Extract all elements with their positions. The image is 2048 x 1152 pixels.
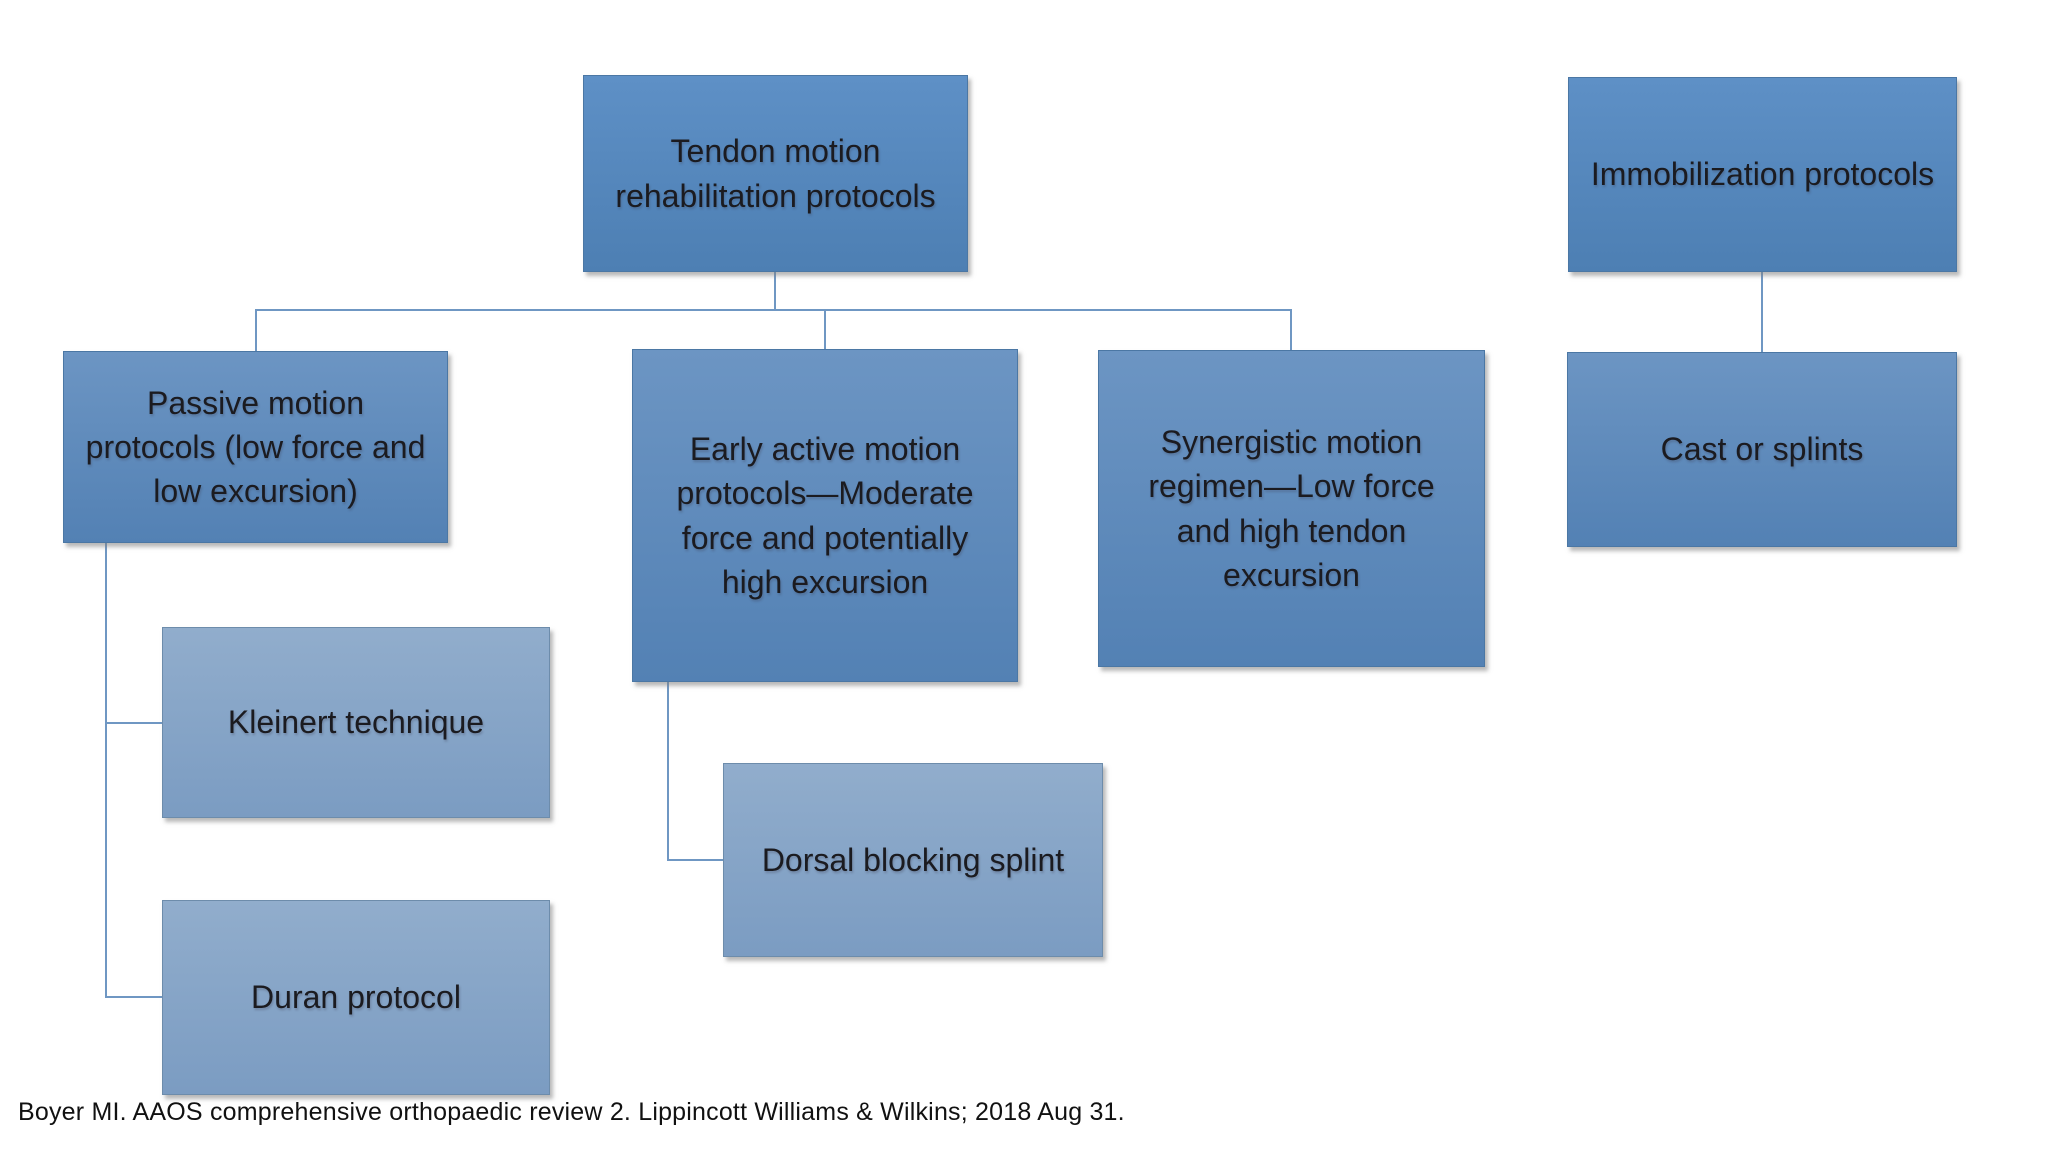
node-early-active-motion-protocols: Early active motion protocols—Moderate f… [632,349,1018,682]
node-label: Dorsal blocking splint [761,841,1065,878]
node-kleinert-technique: Kleinert technique [162,627,550,818]
connector-tendon-children-bar [255,309,1292,311]
citation-text: Boyer MI. AAOS comprehensive orthopaedic… [18,1098,1125,1126]
connector-dorsal-stub [667,859,723,861]
node-immobilization-protocols: Immobilization protocols [1568,77,1957,272]
node-label: Kleinert technique [227,704,485,741]
node-synergistic-motion-regimen: Synergistic motion regimen—Low force and… [1098,350,1485,667]
node-label: Synergistic motion regimen—Low force and… [1148,424,1435,593]
node-label: Tendon motion rehabilitation protocols [615,133,936,214]
node-label: Passive motion protocols (low force and … [85,384,426,510]
node-dorsal-blocking-splint: Dorsal blocking splint [723,763,1103,957]
connector-immobilization-cast [1761,272,1763,352]
connector-kleinert-stub [105,722,162,724]
connector-passive-trunk [105,543,107,998]
node-duran-protocol: Duran protocol [162,900,550,1095]
node-cast-or-splints: Cast or splints [1567,352,1957,547]
connector-drop-passive [255,309,257,351]
connector-duran-stub [105,996,162,998]
connector-drop-early-active [824,309,826,349]
node-passive-motion-protocols: Passive motion protocols (low force and … [63,351,448,543]
node-label: Early active motion protocols—Moderate f… [676,431,974,600]
node-tendon-motion-rehabilitation-protocols: Tendon motion rehabilitation protocols [583,75,968,272]
node-label: Cast or splints [1660,431,1864,468]
connector-early-active-trunk [667,682,669,861]
connector-tendon-stem [774,272,776,310]
node-label: Duran protocol [251,979,461,1016]
connector-drop-synergistic [1290,309,1292,350]
node-label: Immobilization protocols [1590,156,1935,193]
